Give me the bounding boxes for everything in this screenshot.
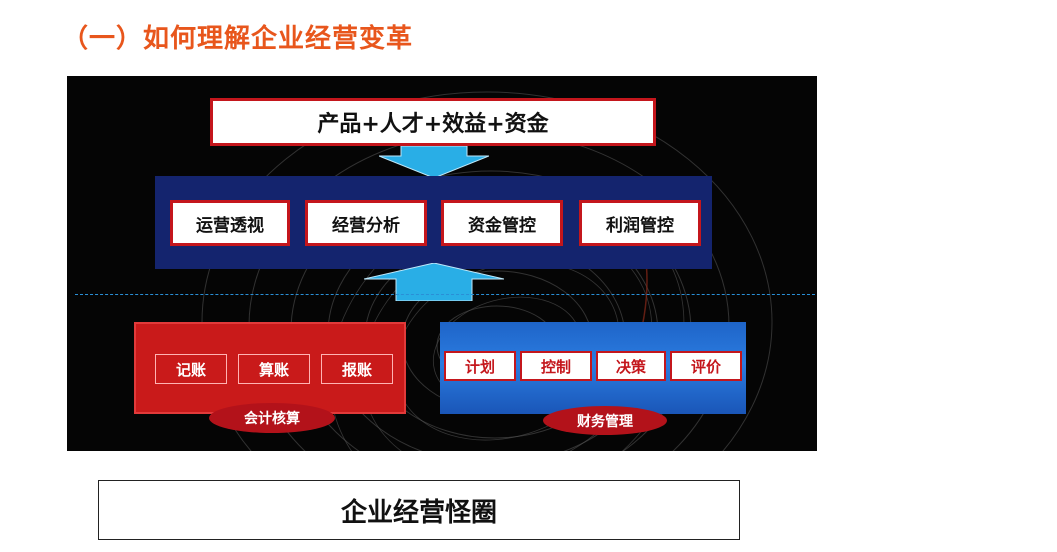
finance-item-control[interactable]: 控制 xyxy=(520,351,592,381)
accounting-item-reporting[interactable]: 报账 xyxy=(321,354,393,384)
mgmt-item-funds[interactable]: 资金管控 xyxy=(441,200,563,246)
mgmt-item-operations[interactable]: 运营透视 xyxy=(170,200,290,246)
finance-item-plan[interactable]: 计划 xyxy=(444,351,516,381)
finance-item-decision[interactable]: 决策 xyxy=(596,351,666,381)
mgmt-item-profit[interactable]: 利润管控 xyxy=(579,200,701,246)
diagram-panel: 产品+人才+效益+资金 运营透视 经营分析 资金管控 利润管控 记账 算账 报账… xyxy=(67,76,817,451)
finance-label: 财务管理 xyxy=(543,406,667,435)
finance-block: 计划 控制 决策 评价 xyxy=(440,322,746,414)
accounting-label: 会计核算 xyxy=(209,403,335,433)
accounting-block: 记账 算账 报账 xyxy=(134,322,406,414)
page-title: （一）如何理解企业经营变革 xyxy=(62,24,414,54)
management-band: 运营透视 经营分析 资金管控 利润管控 xyxy=(155,176,712,269)
finance-item-evaluation[interactable]: 评价 xyxy=(670,351,742,381)
up-arrow xyxy=(364,263,504,301)
dashed-divider xyxy=(75,294,815,295)
down-arrow xyxy=(379,146,489,178)
accounting-item-bookkeeping[interactable]: 记账 xyxy=(155,354,227,384)
caption-box: 企业经营怪圈 xyxy=(98,480,740,540)
accounting-item-calculation[interactable]: 算账 xyxy=(238,354,310,384)
mgmt-item-analysis[interactable]: 经营分析 xyxy=(305,200,427,246)
core-elements-box: 产品+人才+效益+资金 xyxy=(210,98,656,146)
